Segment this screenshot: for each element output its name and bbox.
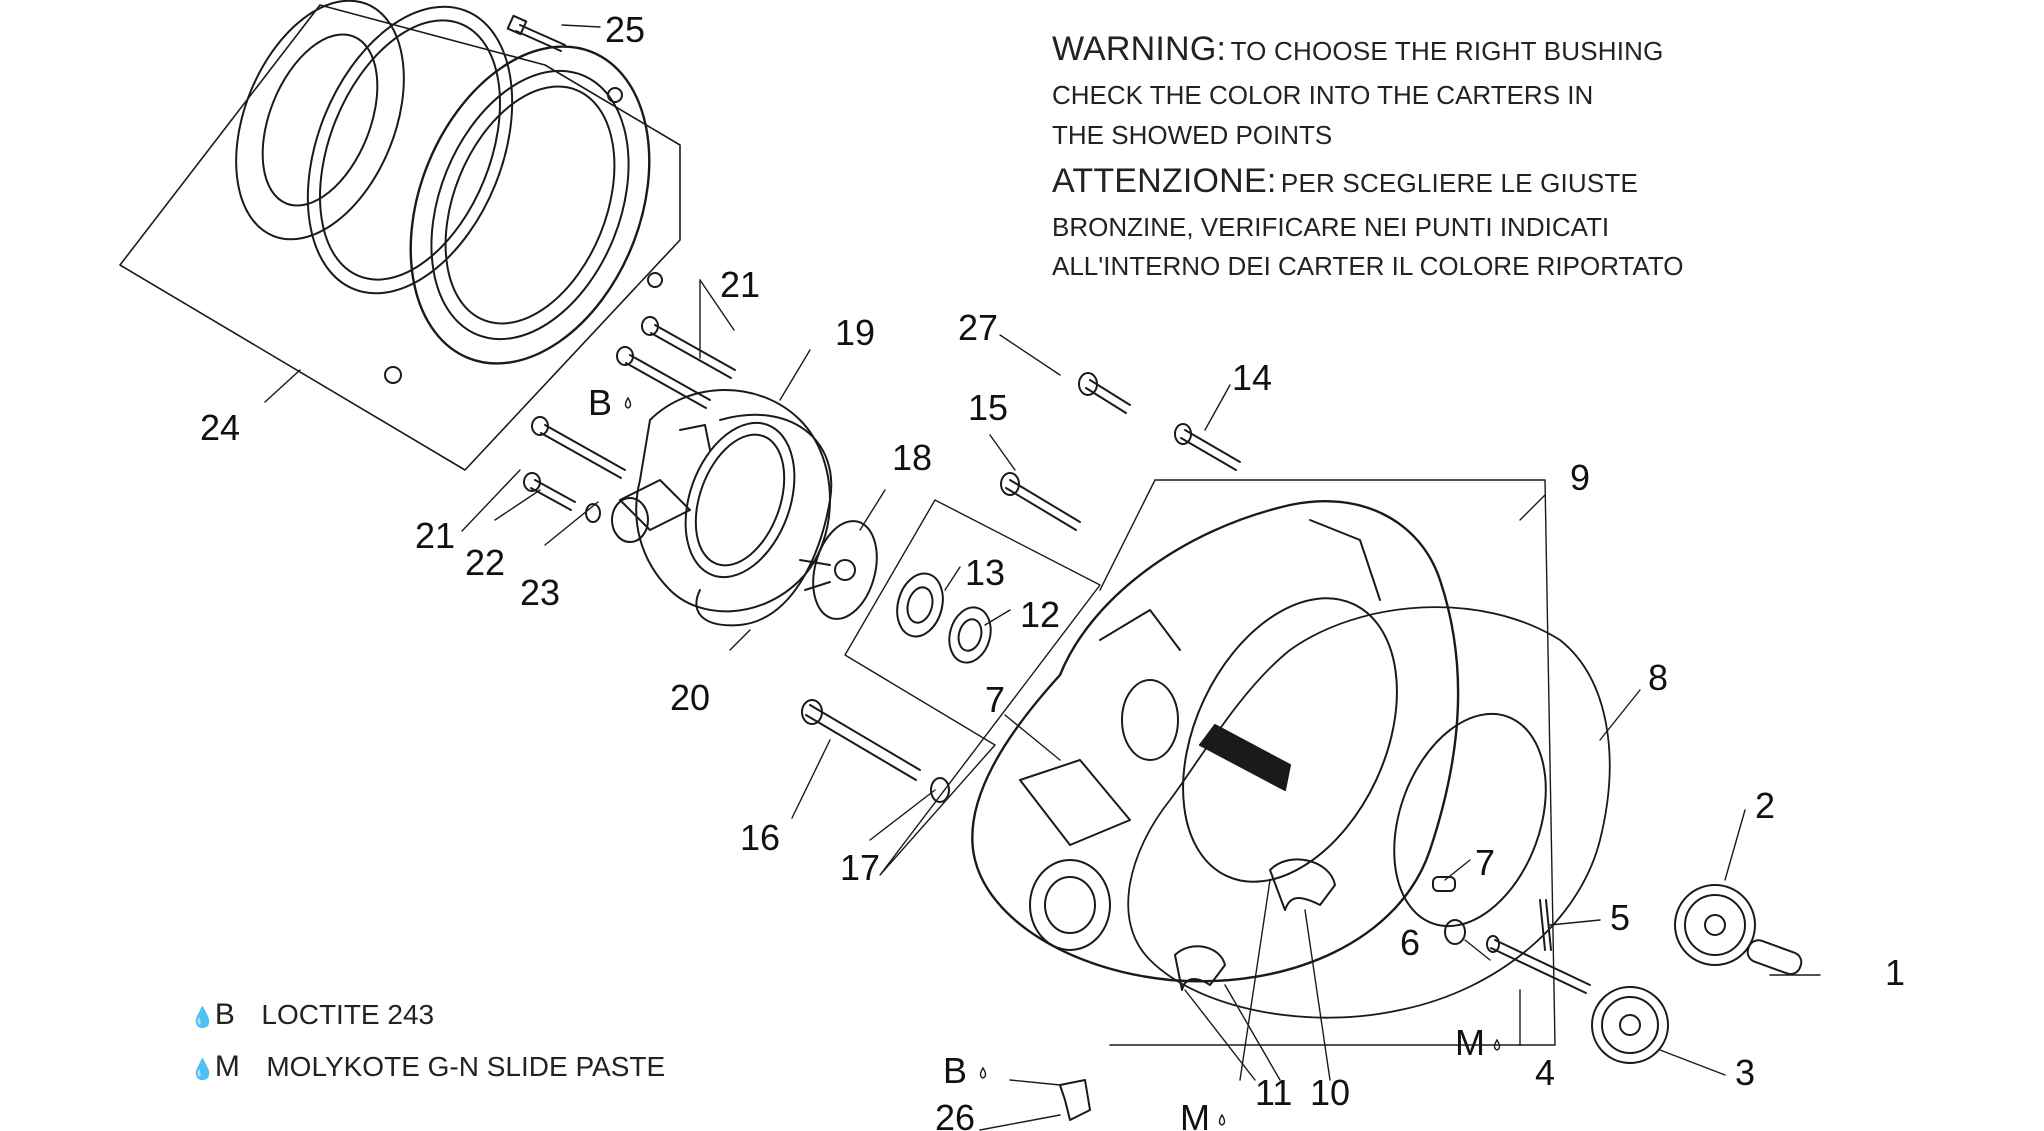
- callout-23: 23: [520, 572, 560, 613]
- callout-12: 12: [1020, 594, 1060, 635]
- callout-19: 19: [835, 312, 875, 353]
- attenzione-heading: ATTENZIONE:: [1052, 162, 1277, 200]
- crankcase-9: [971, 500, 1460, 983]
- legend-item-loctite: 💧B LOCTITE 243: [190, 998, 434, 1032]
- callout-m-right: M: [1455, 1022, 1485, 1063]
- callout-22: 22: [465, 542, 505, 583]
- seal-13: [896, 572, 944, 638]
- warning-block-en: WARNING: TO CHOOSE THE RIGHT BUSHING: [1052, 30, 1664, 69]
- dowel-7-right: [1432, 876, 1456, 892]
- legend-item-molykote: 💧M MOLYKOTE G-N SLIDE PASTE: [190, 1050, 665, 1084]
- callout-18: 18: [892, 437, 932, 478]
- warning-line-2: CHECK THE COLOR INTO THE CARTERS IN: [1052, 80, 1594, 110]
- cover-flange: [409, 45, 651, 365]
- water-pump-housing: [635, 389, 831, 613]
- washer-23: [585, 503, 601, 523]
- callout-b-upper: B: [588, 382, 612, 423]
- cover-oring: [306, 5, 514, 295]
- callout-20: 20: [670, 677, 710, 718]
- callout-m-bottom: M: [1180, 1097, 1210, 1131]
- attenzione-line-1: PER SCEGLIERE LE GIUSTE: [1280, 168, 1639, 198]
- cover-flange-inner2: [444, 85, 616, 325]
- leader-lines: [264, 24, 1821, 1131]
- callout-7-right: 7: [1475, 842, 1495, 883]
- bolt-16: [805, 704, 921, 781]
- attenzione-line-3: ALL'INTERNO DEI CARTER IL COLORE RIPORTA…: [1052, 251, 1684, 281]
- attenzione-line-2: BRONZINE, VERIFICARE NEI PUNTI INDICATI: [1052, 212, 1610, 242]
- callout-24: 24: [200, 407, 240, 448]
- callout-8: 8: [1648, 657, 1668, 698]
- legend-symbol-b: B: [214, 998, 235, 1031]
- bolt-14: [1180, 429, 1241, 471]
- callout-25: 25: [605, 9, 645, 50]
- callout-2: 2: [1755, 785, 1775, 826]
- fitting-26: [1059, 1079, 1091, 1121]
- bolt-21-upper-b: [625, 354, 711, 409]
- callout-14: 14: [1232, 357, 1272, 398]
- callout-27: 27: [958, 307, 998, 348]
- callout-26: 26: [935, 1097, 975, 1131]
- legend-text-loctite: LOCTITE 243: [261, 999, 435, 1030]
- drop-icon: [1218, 1113, 1226, 1126]
- bolt-21-lower: [540, 424, 626, 479]
- gasket-8: [1127, 606, 1611, 1019]
- callout-b-lower: B: [943, 1050, 967, 1091]
- callout-13: 13: [965, 552, 1005, 593]
- callout-6: 6: [1400, 922, 1420, 963]
- callout-4: 4: [1535, 1052, 1555, 1093]
- pin-1: [1746, 939, 1803, 976]
- cover-flange-inner: [430, 69, 630, 341]
- impeller-18: [812, 520, 878, 620]
- warning-line-1: TO CHOOSE THE RIGHT BUSHING: [1230, 36, 1664, 66]
- callout-16: 16: [740, 817, 780, 858]
- callout-5: 5: [1610, 897, 1630, 938]
- bolt-21-upper-a: [650, 324, 736, 379]
- bolt-25: [515, 24, 566, 52]
- cover-oring-inner: [319, 19, 501, 281]
- shaft-4: [1490, 939, 1591, 994]
- drop-icon: [1493, 1038, 1501, 1051]
- washer-17: [930, 777, 950, 803]
- drop-icon: 💧: [190, 1007, 215, 1029]
- callout-21-lower: 21: [415, 515, 455, 556]
- callout-11: 11: [1255, 1072, 1292, 1113]
- cover-plate-inner: [261, 33, 379, 207]
- callout-9: 9: [1570, 457, 1590, 498]
- callout-7-left: 7: [985, 679, 1005, 720]
- group-outline-13: [844, 499, 1101, 876]
- callout-21-upper: 21: [720, 264, 760, 305]
- group-outline-24: [119, 4, 681, 471]
- pin-5: [1539, 899, 1552, 951]
- gear-3: [1591, 986, 1669, 1064]
- drop-icon: [624, 396, 632, 409]
- callout-10: 10: [1310, 1072, 1350, 1113]
- callout-1: 1: [1885, 952, 1905, 993]
- cover-plate: [235, 0, 405, 241]
- legend-symbol-m: M: [214, 1050, 240, 1083]
- gear-2: [1674, 884, 1756, 966]
- legend-text-molykote: MOLYKOTE G-N SLIDE PASTE: [266, 1051, 666, 1082]
- group-outline-9: [1109, 479, 1556, 1046]
- callout-15: 15: [968, 387, 1008, 428]
- warning-heading: WARNING:: [1052, 30, 1227, 68]
- bolt-27: [1085, 379, 1131, 414]
- warning-line-3: THE SHOWED POINTS: [1052, 120, 1333, 150]
- warning-block-it: ATTENZIONE: PER SCEGLIERE LE GIUSTE: [1052, 162, 1638, 201]
- gasket-20: [695, 413, 833, 627]
- bolt-15: [1005, 479, 1081, 531]
- bushing-10: [1269, 858, 1336, 911]
- callout-17: 17: [840, 847, 880, 888]
- bushing-11: [1174, 945, 1226, 991]
- drop-icon: 💧: [190, 1059, 215, 1081]
- callout-3: 3: [1735, 1052, 1755, 1093]
- washer-6: [1444, 919, 1466, 945]
- bearing-12: [948, 606, 992, 664]
- drop-icon: [979, 1066, 987, 1079]
- bolt-22: [530, 479, 576, 511]
